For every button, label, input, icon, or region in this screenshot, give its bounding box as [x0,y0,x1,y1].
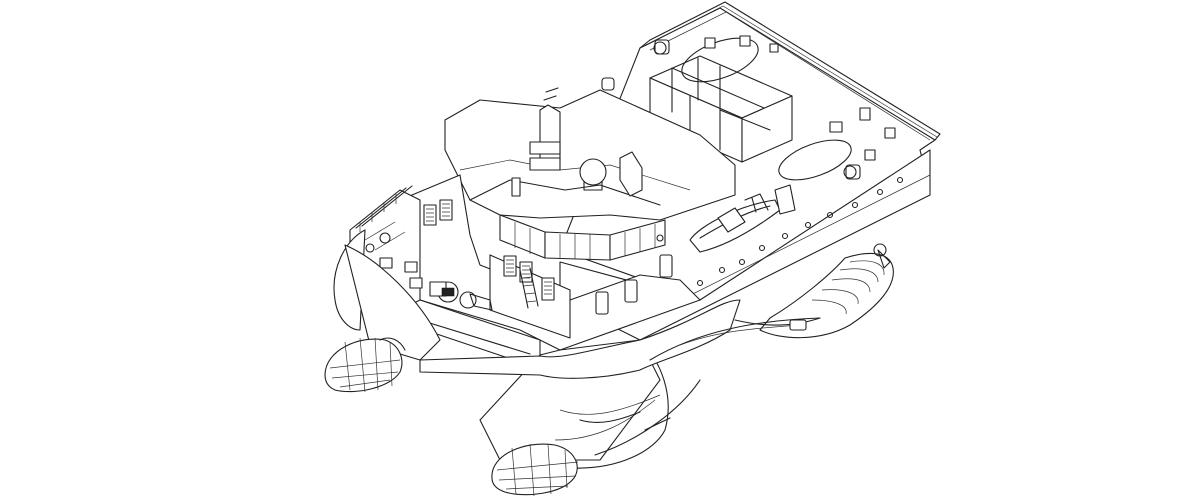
anchor-winch [429,281,493,311]
stern-equipment [656,234,887,331]
lower-hull-band [594,317,821,456]
aft-deck-fittings [601,35,896,180]
starboard-pontoon [734,249,894,339]
bridge-superstructure [444,87,736,261]
rescue-boat [689,184,796,253]
cargo-containers [649,55,793,163]
port-bow-bulb [324,337,406,393]
starboard-bow-bulb [491,443,579,497]
port-hull [333,229,741,469]
